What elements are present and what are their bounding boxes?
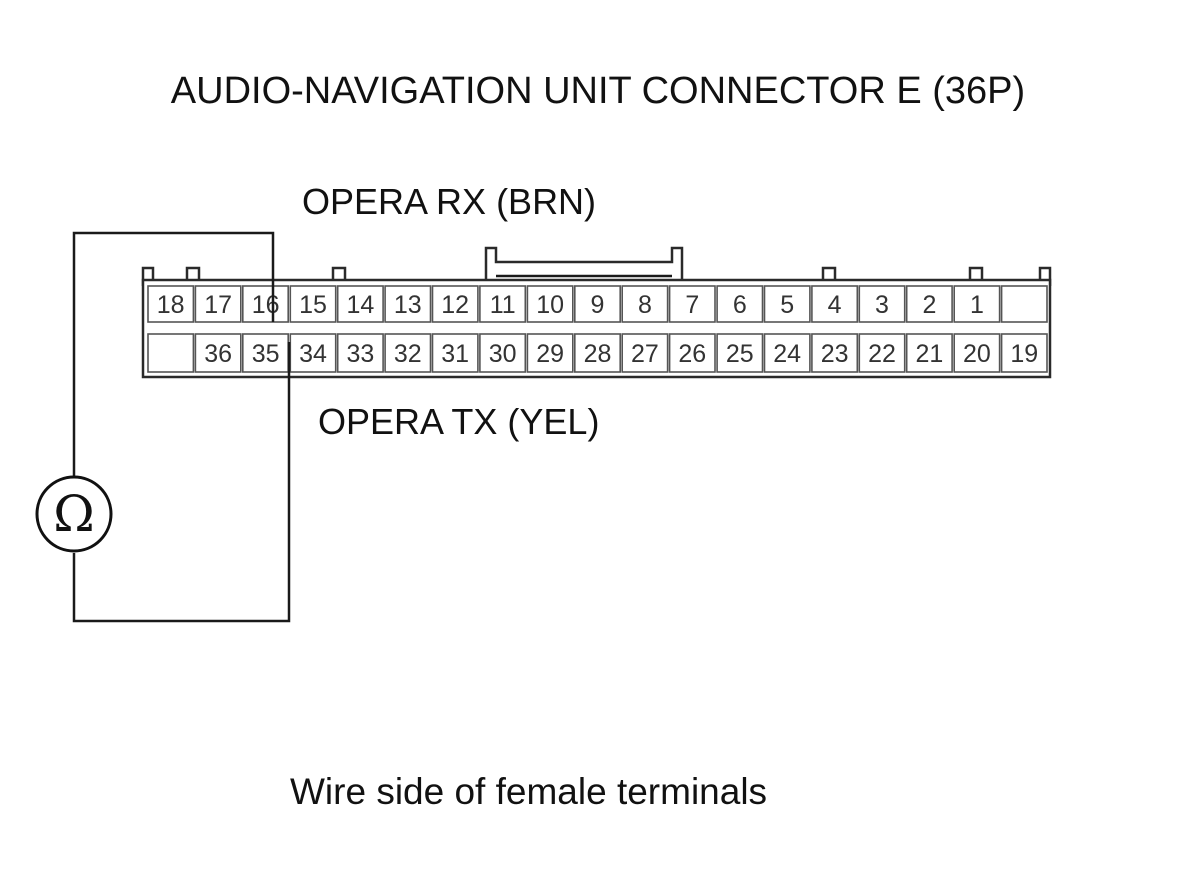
terminal-6-label: 6	[733, 291, 747, 319]
terminal-30-label: 30	[489, 340, 517, 368]
terminal-32-label: 32	[394, 340, 422, 368]
terminal-33-cell	[336, 333, 384, 373]
terminal-22-label: 22	[868, 340, 896, 368]
terminal-21-cell	[905, 333, 953, 373]
terminal-27-cell	[621, 333, 669, 373]
terminal-15-cell	[289, 285, 337, 323]
terminal-17-cell	[194, 285, 242, 323]
label-opera-tx: OPERA TX (YEL)	[318, 401, 599, 442]
terminal-36-label: 36	[204, 340, 232, 368]
terminal-22-cell	[858, 333, 906, 373]
terminal-32-cell	[384, 333, 432, 373]
terminal-28-cell	[573, 333, 621, 373]
terminal-16-label: 16	[252, 291, 280, 319]
terminal-35-label: 35	[252, 340, 280, 368]
terminal-15-label: 15	[299, 291, 327, 319]
terminal-3-cell	[858, 285, 906, 323]
blank-cavity-bottom	[147, 333, 195, 373]
terminal-24-cell	[763, 333, 811, 373]
probe-lead-rx	[72, 231, 275, 477]
terminal-26-label: 26	[678, 340, 706, 368]
terminal-7-cell	[668, 285, 716, 323]
terminal-25-label: 25	[726, 340, 754, 368]
ohm-icon: Ω	[53, 485, 94, 543]
terminal-14-cell	[336, 285, 384, 323]
meter-leads	[72, 231, 291, 623]
terminal-27-label: 27	[631, 340, 659, 368]
terminal-19-label: 19	[1010, 340, 1038, 368]
terminal-2-label: 2	[922, 291, 936, 319]
terminal-18-cell	[147, 285, 195, 323]
ohmmeter-circle	[35, 475, 113, 553]
terminal-34-label: 34	[299, 340, 327, 368]
terminal-5-label: 5	[780, 291, 794, 319]
terminal-31-label: 31	[441, 340, 469, 368]
terminal-7-label: 7	[685, 291, 699, 319]
terminal-6-cell	[716, 285, 764, 323]
terminal-26-cell	[668, 333, 716, 373]
diagram-caption: Wire side of female terminals	[290, 771, 767, 812]
terminal-5-cell	[763, 285, 811, 323]
terminal-18-label: 18	[157, 291, 185, 319]
terminal-11-cell	[479, 285, 527, 323]
terminal-16-cell	[242, 285, 290, 323]
terminal-2-cell	[905, 285, 953, 323]
terminal-12-cell	[431, 285, 479, 323]
terminal-23-cell	[811, 333, 859, 373]
terminal-35-cell	[242, 333, 290, 373]
terminal-28-label: 28	[584, 340, 612, 368]
terminal-10-label: 10	[536, 291, 564, 319]
terminal-1-cell	[953, 285, 1001, 323]
terminal-25-cell	[716, 333, 764, 373]
terminal-20-cell	[953, 333, 1001, 373]
terminal-23-label: 23	[821, 340, 849, 368]
terminal-19-cell	[1000, 333, 1048, 373]
terminal-4-cell	[811, 285, 859, 323]
terminal-36-cell	[194, 333, 242, 373]
terminal-34-cell	[289, 333, 337, 373]
terminal-3-label: 3	[875, 291, 889, 319]
terminal-20-label: 20	[963, 340, 991, 368]
label-opera-rx: OPERA RX (BRN)	[302, 181, 596, 222]
probe-lead-tx	[72, 342, 291, 623]
terminal-9-cell	[573, 285, 621, 323]
terminal-1-label: 1	[970, 291, 984, 319]
terminal-13-label: 13	[394, 291, 422, 319]
diagram-title: AUDIO-NAVIGATION UNIT CONNECTOR E (36P)	[171, 70, 1025, 112]
terminal-33-label: 33	[346, 340, 374, 368]
terminal-12-label: 12	[441, 291, 469, 319]
terminal-29-cell	[526, 333, 574, 373]
terminal-11-label: 11	[490, 291, 516, 319]
terminal-29-label: 29	[536, 340, 564, 368]
terminal-13-cell	[384, 285, 432, 323]
terminal-17-label: 17	[204, 291, 232, 319]
terminal-10-cell	[526, 285, 574, 323]
terminal-8-label: 8	[638, 291, 652, 319]
terminal-21-label: 21	[915, 340, 943, 368]
terminal-14-label: 14	[346, 291, 374, 319]
terminal-31-cell	[431, 333, 479, 373]
ohmmeter: Ω	[35, 475, 113, 553]
terminal-30-cell	[479, 333, 527, 373]
terminal-9-label: 9	[591, 291, 605, 319]
terminal-4-label: 4	[828, 291, 842, 319]
terminal-24-label: 24	[773, 340, 801, 368]
terminal-8-cell	[621, 285, 669, 323]
blank-cavity-top	[1000, 285, 1048, 323]
